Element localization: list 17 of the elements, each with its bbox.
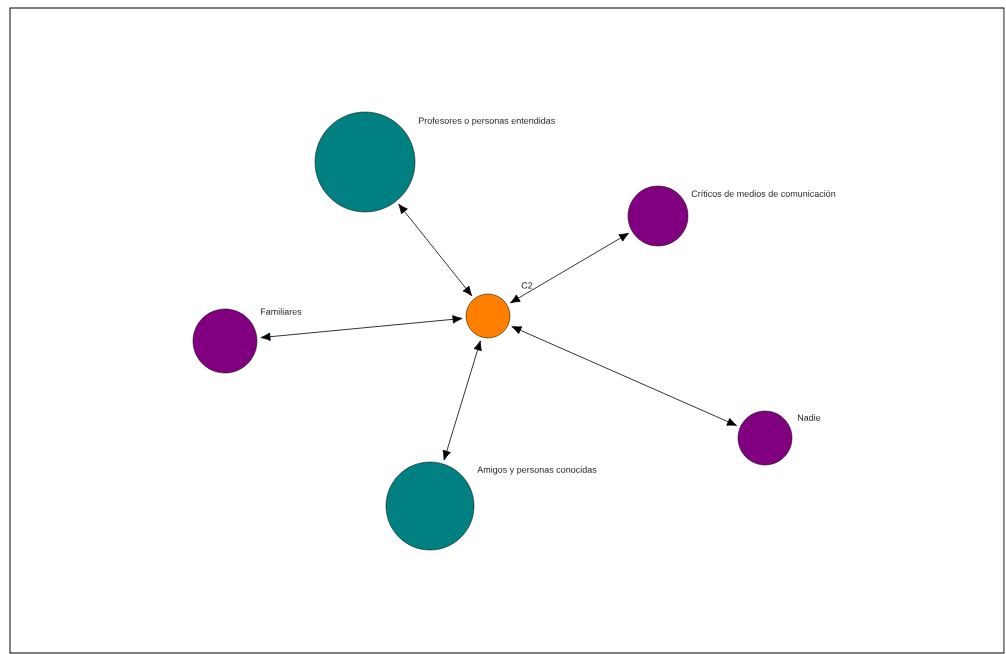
arrow [511,326,737,426]
node-label: Críticos de medios de comunicación [691,190,836,197]
circle-node [385,461,475,551]
node-label: Nadie [797,414,821,421]
circle-node [314,111,416,213]
circle-node [737,410,793,466]
circle-node [465,293,511,339]
node-label: C2 [521,282,533,289]
node-label: Profesores o personas entendidas [418,117,555,126]
circle-node [192,308,258,374]
arrow [510,232,630,304]
node-label: Amigos y personas conocidas [477,466,597,475]
arrow [398,203,473,297]
arrow [442,340,482,461]
node-label: Familiares [260,308,302,315]
arrow [260,315,463,341]
circle-node [627,185,689,247]
